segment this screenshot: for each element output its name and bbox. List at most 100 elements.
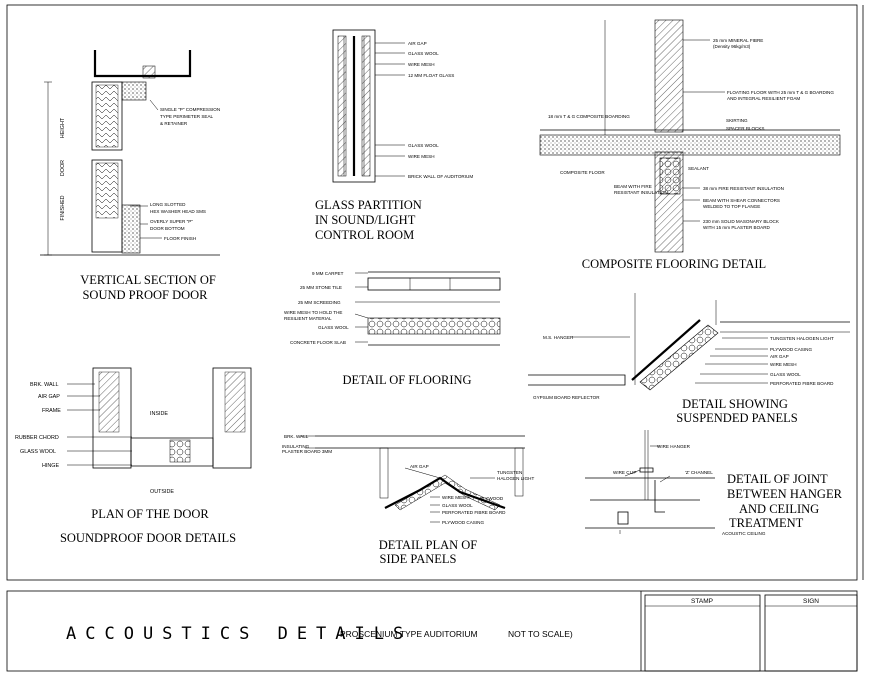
door-plan-note: BRK. WALL xyxy=(30,382,59,388)
door-plan-caption: PLAN OF THE DOOR xyxy=(91,507,209,521)
composite-flooring-detail: 25 mm MINERAL FIBRE (Density 96kg/m3) FL… xyxy=(539,19,841,271)
suspended-note: TUNGSTEN HALOGEN LIGHT xyxy=(770,336,834,341)
suspended-note: M.S. HANGER xyxy=(543,335,574,340)
side-panels-caption: DETAIL PLAN OF xyxy=(379,538,478,552)
flooring-detail: 9 MM CARPET 25 MM STONE TILE 25 MM SCREE… xyxy=(284,271,501,387)
hanger-caption: DETAIL OF JOINT xyxy=(727,472,828,486)
flooring-note: 25 MM STONE TILE xyxy=(300,285,342,290)
glass-note: GLASS WOOL xyxy=(408,143,439,148)
side-panel-note: PLASTER BOARD 3MM xyxy=(282,449,332,454)
composite-note: 38 mm FIRE RESISTANT INSULATION xyxy=(703,186,784,191)
flooring-caption: DETAIL OF FLOORING xyxy=(342,373,471,387)
door-plan-note: RUBBER CHORD xyxy=(15,435,59,441)
composite-note: BEAM WITH SHEAR CONNECTORS xyxy=(703,198,780,203)
composite-note: SEALANT xyxy=(688,166,709,171)
flooring-note: RESILIENT MATERIAL xyxy=(284,316,332,321)
hanger-note: ACOUSTIC CEILING xyxy=(722,531,766,536)
drawing-title: ACCOUSTICS DETAILS xyxy=(66,624,412,644)
glass-note: GLASS WOOL xyxy=(408,51,439,56)
side-panel-note: WIRE MESH xyxy=(442,495,469,500)
side-panel-note: TUNGSTEN xyxy=(497,470,522,475)
door-note: FLOOR FINISH xyxy=(164,236,196,241)
hanger-caption: BETWEEN HANGER xyxy=(727,487,843,501)
flooring-note: 25 MM SCREEDING xyxy=(298,300,341,305)
composite-note: SKIRTING xyxy=(726,118,748,123)
hanger-note: WIRE CLIP xyxy=(613,470,636,475)
side-panel-note: GLASS WOOL xyxy=(442,503,473,508)
side-panel-note: PLYWOOD CASING xyxy=(442,520,484,525)
hanger-caption: AND CEILING xyxy=(739,502,819,516)
door-plan-note: INSIDE xyxy=(150,411,168,417)
composite-note: WITH 15 mm PLASTER BOARD xyxy=(703,225,771,230)
suspended-note: WIRE MESH xyxy=(770,362,797,367)
suspended-note: PERFORATED FIBRE BOARD xyxy=(770,381,834,386)
height-label-door: DOOR xyxy=(60,160,66,176)
hanger-caption: TREATMENT xyxy=(729,516,804,530)
glass-note: WIRE MESH xyxy=(408,154,435,159)
side-panel-note: PERFORATED FIBRE BOARD xyxy=(442,510,506,515)
sign-label: SIGN xyxy=(803,598,819,605)
drawing-subtitle: PROSCENIUM TYPE AUDITORIUM xyxy=(340,629,478,639)
door-note: DOOR BOTTOM xyxy=(150,226,185,231)
glass-partition-caption: CONTROL ROOM xyxy=(315,228,414,242)
composite-note: RESISTANT INSULATION xyxy=(614,190,668,195)
suspended-note: GLASS WOOL xyxy=(770,372,801,377)
glass-note: AIR GAP xyxy=(408,41,427,46)
side-panels-caption: SIDE PANELS xyxy=(380,552,457,566)
glass-partition-detail: AIR GAP GLASS WOOL WIRE MESH 12 MM FLOAT… xyxy=(315,29,473,242)
composite-note: 230 mm SOLID MASONARY BLOCK xyxy=(703,219,780,224)
flooring-note: GLASS WOOL xyxy=(318,325,349,330)
hanger-note: 'Z' CHANNEL xyxy=(685,470,713,475)
composite-note: AND INTEGRAL RESILIENT FOAM xyxy=(727,96,800,101)
glass-note: WIRE MESH xyxy=(408,62,435,67)
side-panel-note: INSULATING xyxy=(282,444,310,449)
composite-note: COMPOSITE FLOOR xyxy=(560,170,605,175)
flooring-note: WIRE MESH TO HOLD THE xyxy=(284,310,342,315)
side-panel-note: HALOGEN LIGHT xyxy=(497,476,534,481)
glass-note: 12 MM FLOAT GLASS xyxy=(408,73,454,78)
door-note: OVERLY SUPER "P" xyxy=(150,219,193,224)
flooring-note: CONCRETE FLOOR SLAB xyxy=(290,340,346,345)
door-note: LONG SLOTTED xyxy=(150,202,186,207)
composite-note: FLOATING FLOOR WITH 25 mm T & G BOARDING xyxy=(727,90,834,95)
door-section-caption: SOUND PROOF DOOR xyxy=(82,288,208,302)
side-panel-note: AIR GAP xyxy=(410,464,429,469)
door-plan-detail: BRK. WALL AIR GAP FRAME INSIDE RUBBER CH… xyxy=(15,367,252,545)
main-frame xyxy=(6,4,858,581)
door-plan-note: GLASS WOOL xyxy=(20,449,56,455)
door-section-caption: VERTICAL SECTION OF xyxy=(80,273,216,287)
hanger-note: WIRE HANGER xyxy=(657,444,691,449)
height-label-height: HEIGHT xyxy=(60,117,66,138)
door-note: & RETAINER xyxy=(160,121,188,126)
glass-partition-caption: IN SOUND/LIGHT xyxy=(315,213,416,227)
door-plan-note: FRAME xyxy=(42,408,61,414)
side-panels-detail: BRK. WALL INSULATING PLASTER BOARD 3MM A… xyxy=(282,434,534,566)
door-note: HEX WASHER HEAD SMS xyxy=(150,209,206,214)
hanger-joint-detail: WIRE HANGER WIRE CLIP 'Z' CHANNEL ACOUST… xyxy=(585,430,843,536)
suspended-note: GYPSUM BOARD REFLECTOR xyxy=(533,395,600,400)
title-block: ACCOUSTICS DETAILS PROSCENIUM TYPE AUDIT… xyxy=(66,591,858,672)
door-note: SINGLE "P" COMPRESSION xyxy=(160,107,220,112)
composite-flooring-caption: COMPOSITE FLOORING DETAIL xyxy=(582,257,766,271)
door-plan-note: HINGE xyxy=(42,463,59,469)
height-label-finished: FINISHED xyxy=(60,195,66,220)
composite-note: 25 mm MINERAL FIBRE xyxy=(713,38,763,43)
composite-note: BEAM WITH FIRE xyxy=(614,184,652,189)
suspended-panels-detail: M.S. HANGER TUNGSTEN HALOGEN LIGHT PLYWO… xyxy=(528,293,850,425)
door-plan-note: AIR GAP xyxy=(38,394,60,400)
door-note: TYPE PERIMETER SEAL xyxy=(160,114,214,119)
side-panel-note: PLYWOOD xyxy=(480,496,504,501)
composite-note: 18 mm T & G COMPOSITE BOARDING xyxy=(548,114,630,119)
door-plan-note: OUTSIDE xyxy=(150,489,174,495)
flooring-note: 9 MM CARPET xyxy=(312,271,344,276)
door-plan-caption: SOUNDPROOF DOOR DETAILS xyxy=(60,531,236,545)
stamp-label: STAMP xyxy=(691,598,713,605)
glass-note: BRICK WALL OF AUDITORIUM xyxy=(408,174,473,179)
suspended-caption: SUSPENDED PANELS xyxy=(676,411,797,425)
composite-note: (Density 96kg/m3) xyxy=(713,44,751,49)
scale-note: NOT TO SCALE) xyxy=(508,629,573,639)
suspended-caption: DETAIL SHOWING xyxy=(682,397,788,411)
suspended-note: PLYWOOD CASING xyxy=(770,347,812,352)
suspended-note: AIR GAP xyxy=(770,354,789,359)
